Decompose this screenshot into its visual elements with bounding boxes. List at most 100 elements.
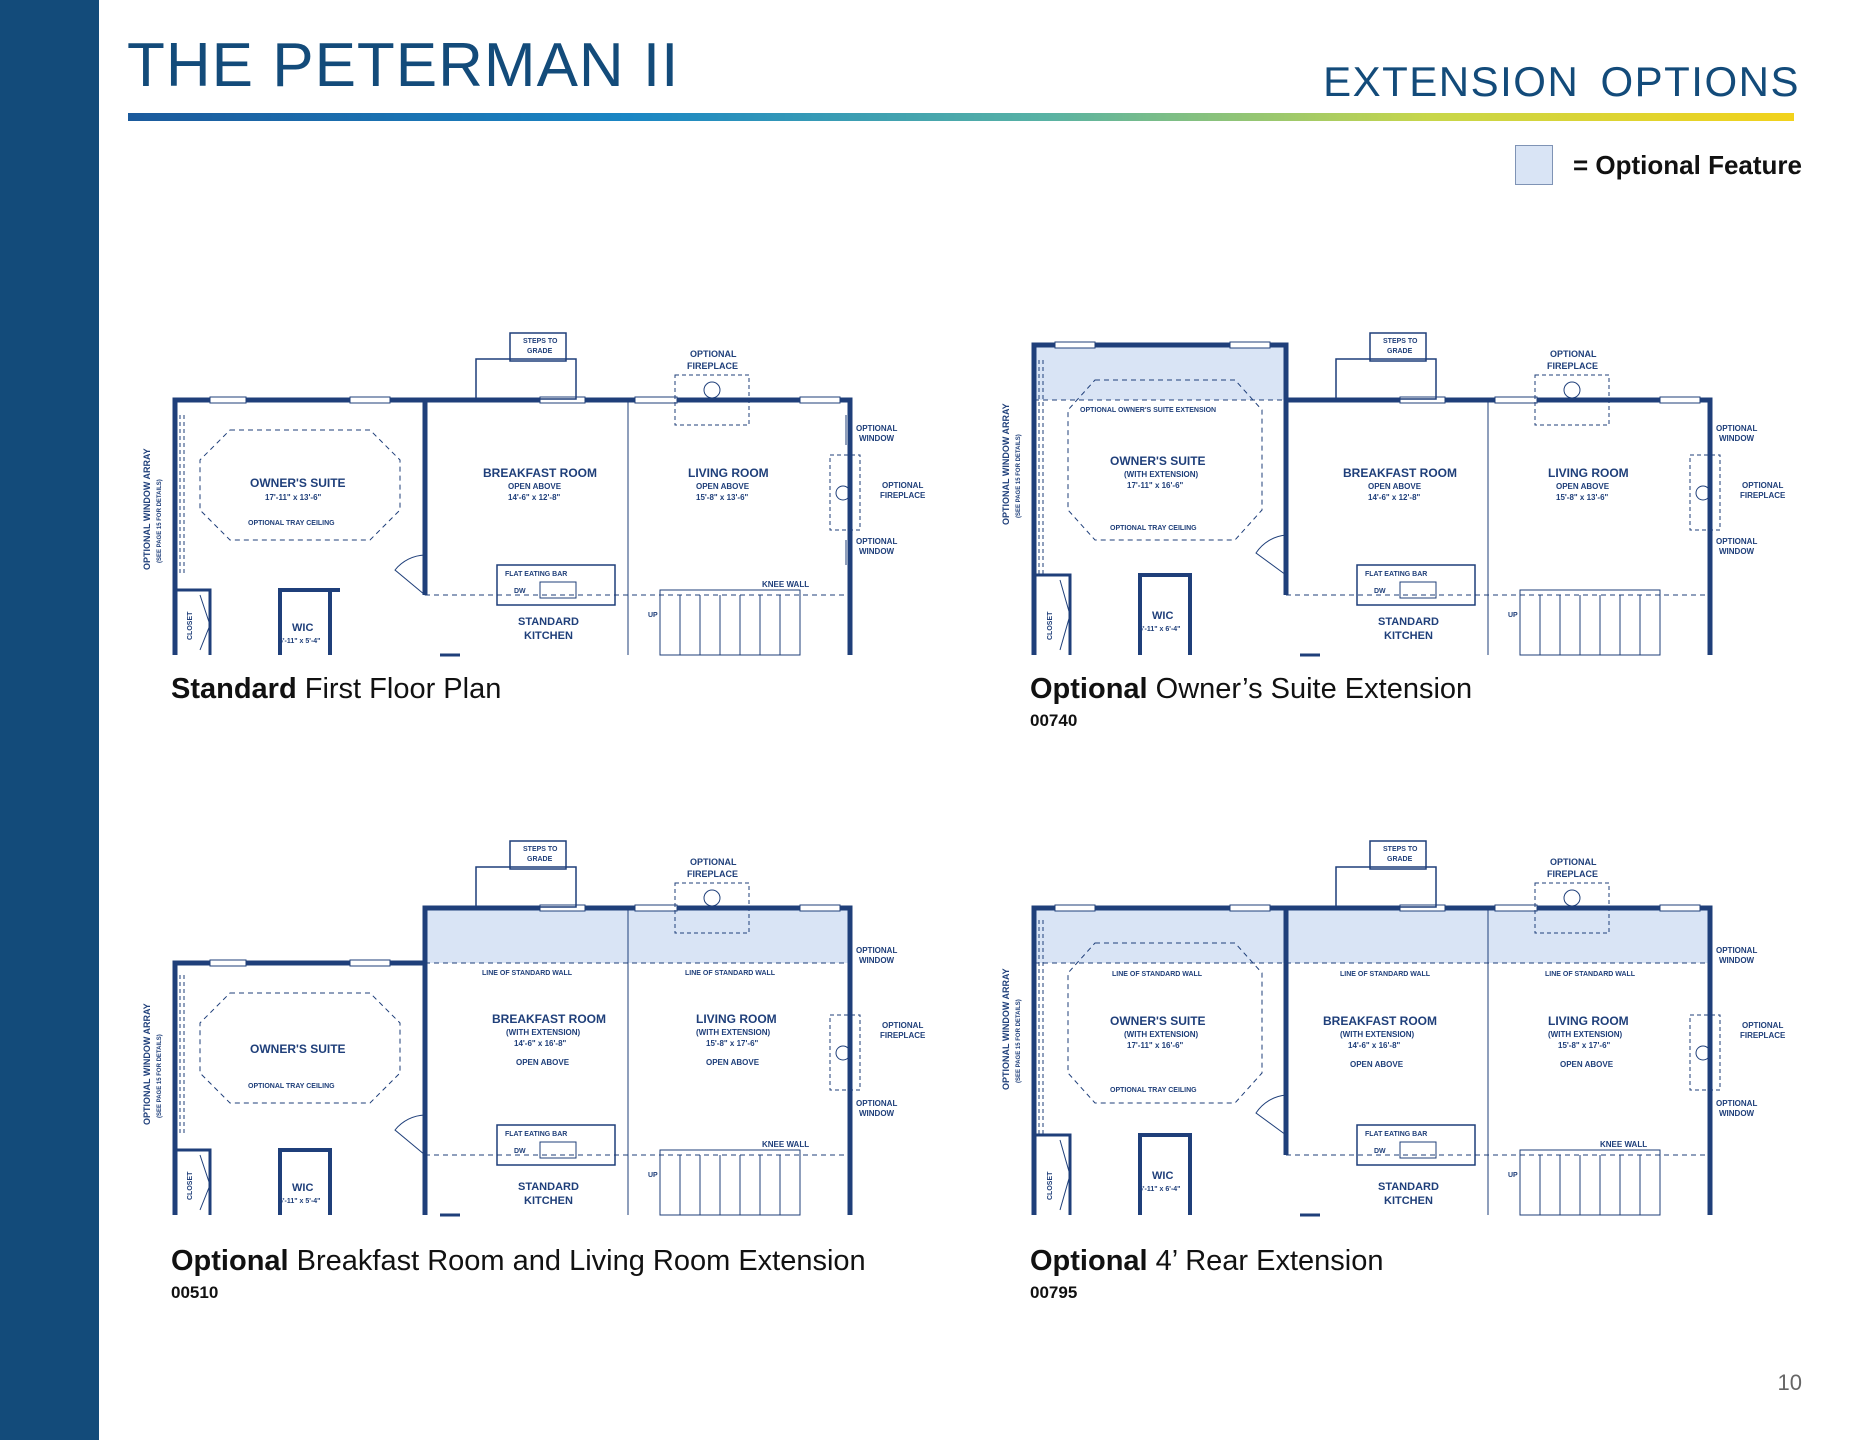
caption-standard: Standard First Floor Plan xyxy=(171,673,501,706)
optional-window-top-2: WINDOW xyxy=(859,434,895,443)
breakfast-room-dim: 14'-6" x 12'-8" xyxy=(1368,493,1421,502)
kitchen-label-1: STANDARD xyxy=(518,1181,579,1193)
eating-bar-label: FLAT EATING BAR xyxy=(1365,1131,1427,1138)
up-label: UP xyxy=(648,1172,658,1179)
living-room-sub: OPEN ABOVE xyxy=(1556,482,1610,491)
fireplace-top-label-1: OPTIONAL xyxy=(1550,857,1597,867)
fireplace-top-label-1: OPTIONAL xyxy=(690,857,737,867)
dw-label: DW xyxy=(514,1148,526,1155)
breakfast-room-label: BREAKFAST ROOM xyxy=(1323,1014,1437,1028)
breakfast-room-sub: OPEN ABOVE xyxy=(1350,1060,1404,1069)
optional-window-bottom-2: WINDOW xyxy=(859,1109,895,1118)
living-room-dim: 15'-8" x 13'-6" xyxy=(1556,493,1609,502)
floor-plan-owners-suite-extension-drawing: OPTIONAL WINDOW ARRAY (SEE PAGE 15 FOR D… xyxy=(1001,332,1786,657)
kitchen-label-1: STANDARD xyxy=(518,616,579,628)
living-room-ext: (WITH EXTENSION) xyxy=(1548,1030,1623,1039)
floor-plan-standard-drawing: OPTIONAL WINDOW ARRAY (SEE PAGE 15 FOR D… xyxy=(142,332,926,657)
wic-dim: 6'-11" x 5'-4" xyxy=(279,1198,321,1205)
optional-window-top-2: WINDOW xyxy=(1719,956,1755,965)
floor-plan-breakfast-living-extension: OPTIONAL WINDOW ARRAY (SEE PAGE 15 FOR D… xyxy=(140,835,960,1220)
knee-wall-label: KNEE WALL xyxy=(762,580,809,589)
breakfast-room-label: BREAKFAST ROOM xyxy=(1343,466,1457,480)
living-room-dim: 15'-8" x 17'-6" xyxy=(706,1039,759,1048)
closet-label: CLOSET xyxy=(1047,1171,1054,1200)
owner-suite-sub: (WITH EXTENSION) xyxy=(1124,470,1199,479)
fireplace-side-2: FIREPLACE xyxy=(1740,1031,1786,1040)
wic-label: WIC xyxy=(292,1182,313,1194)
up-label: UP xyxy=(648,612,658,619)
living-room-ext: (WITH EXTENSION) xyxy=(696,1028,771,1037)
living-room-sub: OPEN ABOVE xyxy=(1560,1060,1614,1069)
eating-bar-label: FLAT EATING BAR xyxy=(505,1131,567,1138)
wic-label: WIC xyxy=(292,622,313,634)
owner-suite-sub: (WITH EXTENSION) xyxy=(1124,1030,1199,1039)
page-title: THE PETERMAN II xyxy=(127,31,680,100)
up-label: UP xyxy=(1508,1172,1518,1179)
living-room-label: LIVING ROOM xyxy=(688,466,769,480)
window-array-label: OPTIONAL WINDOW ARRAY xyxy=(1001,403,1011,525)
knee-wall-label: KNEE WALL xyxy=(1600,1140,1647,1149)
wic-label: WIC xyxy=(1152,610,1173,622)
owner-suite-label: OWNER'S SUITE xyxy=(1110,1014,1206,1028)
tray-ceiling-label: OPTIONAL TRAY CEILING xyxy=(1110,1087,1197,1094)
steps-label-2: GRADE xyxy=(527,348,553,355)
window-array-note: (SEE PAGE 15 FOR DETAILS) xyxy=(157,479,163,563)
line-standard-wall-2: LINE OF STANDARD WALL xyxy=(1340,971,1431,978)
floor-plan-rear-extension-drawing: OPTIONAL WINDOW ARRAY (SEE PAGE 15 FOR D… xyxy=(1001,840,1786,1217)
kitchen-label-2: KITCHEN xyxy=(1384,1195,1433,1207)
owner-suite-dim: 17'-11" x 16'-6" xyxy=(1127,1041,1184,1050)
steps-label-1: STEPS TO xyxy=(523,846,558,853)
option-code-owners-suite: 00740 xyxy=(1030,711,1078,730)
closet-label: CLOSET xyxy=(1047,611,1054,640)
optional-window-top-1: OPTIONAL xyxy=(1716,424,1757,433)
fireplace-top-label-2: FIREPLACE xyxy=(1547,869,1598,879)
legend-swatch xyxy=(1515,145,1553,185)
owner-suite-label: OWNER'S SUITE xyxy=(250,476,346,490)
floor-plan-standard: OPTIONAL WINDOW ARRAY (SEE PAGE 15 FOR D… xyxy=(140,325,960,665)
optional-window-bottom-2: WINDOW xyxy=(859,547,895,556)
closet-label: CLOSET xyxy=(187,1171,194,1200)
fireplace-side-2: FIREPLACE xyxy=(880,491,926,500)
wic-dim: 6'-11" x 5'-4" xyxy=(279,638,321,645)
caption-rear-extension-rest: 4’ Rear Extension xyxy=(1147,1245,1384,1277)
eating-bar-label: FLAT EATING BAR xyxy=(505,571,567,578)
kitchen-label-2: KITCHEN xyxy=(524,1195,573,1207)
dw-label: DW xyxy=(1374,588,1386,595)
owner-suite-label: OWNER'S SUITE xyxy=(1110,454,1206,468)
living-room-label: LIVING ROOM xyxy=(696,1012,777,1026)
kitchen-label-2: KITCHEN xyxy=(524,630,573,642)
floor-plan-breakfast-living-extension-drawing: OPTIONAL WINDOW ARRAY (SEE PAGE 15 FOR D… xyxy=(142,840,926,1217)
living-room-label: LIVING ROOM xyxy=(1548,1014,1629,1028)
breakfast-room-dim: 14'-6" x 12'-8" xyxy=(508,493,561,502)
optional-window-top-2: WINDOW xyxy=(859,956,895,965)
closet-label: CLOSET xyxy=(187,611,194,640)
option-code-rear-extension: 00795 xyxy=(1030,1283,1078,1302)
dw-label: DW xyxy=(1374,1148,1386,1155)
wic-dim: 6'-11" x 6'-4" xyxy=(1139,626,1181,633)
caption-breakfast-living-rest: Breakfast Room and Living Room Extension xyxy=(288,1245,866,1277)
line-standard-wall-1: LINE OF STANDARD WALL xyxy=(482,970,573,977)
caption-breakfast-living-extension: Optional Breakfast Room and Living Room … xyxy=(171,1245,866,1278)
living-room-label: LIVING ROOM xyxy=(1548,466,1629,480)
legend: = Optional Feature xyxy=(1515,145,1802,185)
floor-plan-rear-extension: OPTIONAL WINDOW ARRAY (SEE PAGE 15 FOR D… xyxy=(1000,835,1820,1220)
floor-plan-owners-suite-extension: OPTIONAL WINDOW ARRAY (SEE PAGE 15 FOR D… xyxy=(1000,325,1820,665)
optional-window-top-1: OPTIONAL xyxy=(1716,946,1757,955)
fireplace-side-1: OPTIONAL xyxy=(882,481,923,490)
breakfast-room-sub: OPEN ABOVE xyxy=(516,1058,570,1067)
page-number: 10 xyxy=(1777,1370,1802,1395)
wic-label: WIC xyxy=(1152,1170,1173,1182)
fireplace-side-1: OPTIONAL xyxy=(882,1021,923,1030)
window-array-label: OPTIONAL WINDOW ARRAY xyxy=(142,448,152,570)
owner-suite-label: OWNER'S SUITE xyxy=(250,1042,346,1056)
optional-window-top-1: OPTIONAL xyxy=(856,424,897,433)
extension-note: OPTIONAL OWNER'S SUITE EXTENSION xyxy=(1080,407,1216,414)
up-label: UP xyxy=(1508,612,1518,619)
breakfast-room-sub: OPEN ABOVE xyxy=(1368,482,1422,491)
caption-standard-rest: First Floor Plan xyxy=(296,673,502,705)
optional-window-bottom-1: OPTIONAL xyxy=(1716,1099,1757,1108)
caption-breakfast-living-bold: Optional xyxy=(171,1245,289,1277)
optional-window-bottom-1: OPTIONAL xyxy=(856,537,897,546)
breakfast-room-dim: 14'-6" x 16'-8" xyxy=(514,1039,567,1048)
living-room-sub: OPEN ABOVE xyxy=(706,1058,760,1067)
